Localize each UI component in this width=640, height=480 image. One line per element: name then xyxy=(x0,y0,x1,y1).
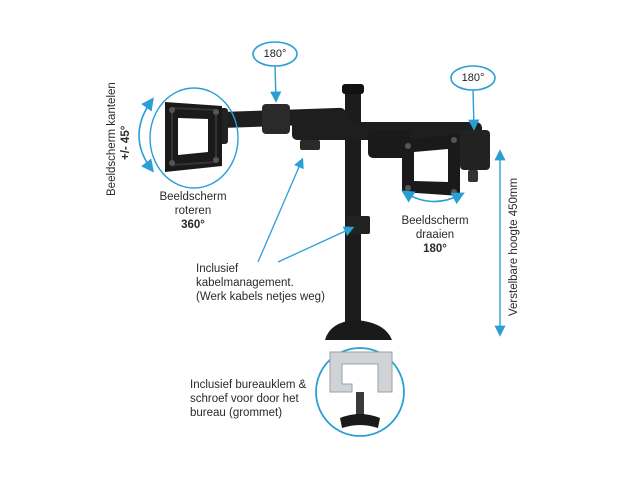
left-vesa-plate xyxy=(165,102,222,172)
left-arm xyxy=(214,104,352,150)
swivel-label-line2: draaien xyxy=(415,229,455,241)
clamp-label-line3: bureau (grommet) xyxy=(190,407,283,419)
swivel-label: Beeldscherm draaien 180° xyxy=(388,214,482,256)
rotate-label-line2: roteren xyxy=(174,205,212,217)
swivel-arc-indicator xyxy=(401,190,465,205)
right-vesa-plate xyxy=(402,134,460,196)
cable-label-line1: Inclusief xyxy=(196,263,239,275)
top-left-rotation-indicator xyxy=(252,41,298,103)
top-right-rotation-indicator xyxy=(450,65,496,131)
tilt-label-line1: Beeldscherm kantelen xyxy=(106,82,118,196)
height-label: Verstelbare hoogte 450mm xyxy=(508,178,520,316)
clamp-label-line2: schroef voor door het xyxy=(190,393,299,405)
swivel-label-line1: Beeldscherm xyxy=(401,215,469,227)
rotate-label-line1: Beeldscherm xyxy=(159,191,227,203)
clamp-label: Inclusief bureauklem & schroef voor door… xyxy=(190,378,320,420)
clamp-label-line1: Inclusief bureauklem & xyxy=(190,379,307,391)
clamp-detail-circle xyxy=(315,347,405,437)
cable-management-label: Inclusief kabelmanagement. (Werk kabels … xyxy=(196,262,376,304)
top-right-angle-label: 180° xyxy=(461,72,485,84)
swivel-label-value: 180° xyxy=(423,243,447,255)
cable-management-pointers xyxy=(257,157,355,263)
tilt-angle-label: +/- 45° xyxy=(120,126,132,160)
top-left-angle-label: 180° xyxy=(263,48,287,60)
tilt-label: Beeldscherm kantelen xyxy=(106,82,118,196)
tilt-label-line2: +/- 45° xyxy=(120,125,132,160)
cable-label-line2: kabelmanagement. xyxy=(196,277,294,289)
height-label-text: Verstelbare hoogte 450mm xyxy=(508,177,520,316)
rotate-ellipse-indicator xyxy=(149,87,239,189)
tilt-arc-indicator xyxy=(138,97,154,173)
rotate-label-value: 360° xyxy=(181,219,205,231)
desk-clamp-plate xyxy=(325,320,392,340)
rotate-label: Beeldscherm roteren 360° xyxy=(146,190,240,232)
cable-label-line3: (Werk kabels netjes weg) xyxy=(196,291,325,303)
